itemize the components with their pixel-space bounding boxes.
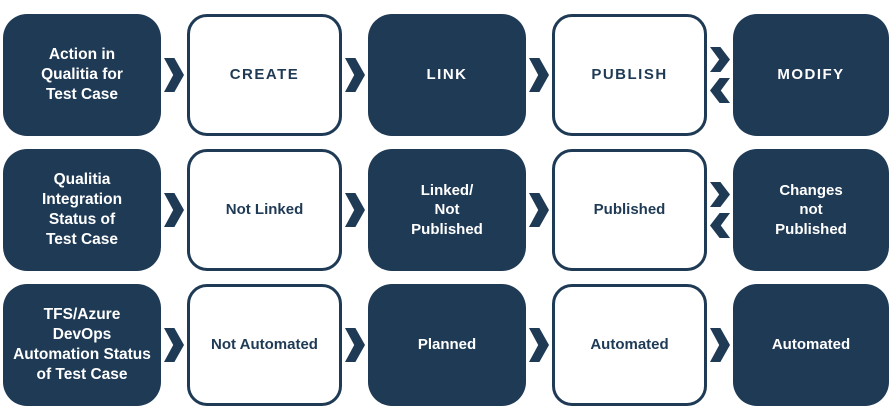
step-planned: Planned bbox=[368, 284, 526, 406]
row-label-action: Action in Qualitia for Test Case bbox=[3, 14, 161, 136]
arrow-right-icon bbox=[342, 14, 368, 136]
chevron-right-icon bbox=[345, 58, 365, 92]
row-label-integration-status: Qualitia Integration Status of Test Case bbox=[3, 149, 161, 271]
step-publish: PUBLISH bbox=[552, 14, 707, 136]
chevron-right-icon bbox=[710, 182, 730, 207]
chevron-left-icon bbox=[710, 213, 730, 238]
chevron-right-icon bbox=[164, 58, 184, 92]
diagram-row-automation-status: TFS/Azure DevOps Automation Status of Te… bbox=[3, 284, 889, 406]
step-changes-not-published: Changes not Published bbox=[733, 149, 889, 271]
arrow-right-icon bbox=[161, 14, 187, 136]
step-text: Changes not Published bbox=[775, 181, 847, 238]
step-text: Planned bbox=[417, 336, 477, 354]
chevron-right-icon bbox=[529, 193, 549, 227]
arrow-right-icon bbox=[707, 284, 733, 406]
step-not-linked: Not Linked bbox=[187, 149, 342, 271]
step-text: Not Linked bbox=[225, 201, 304, 219]
row-label-text: Qualitia Integration Status of Test Case bbox=[41, 170, 123, 249]
step-text: PUBLISH bbox=[591, 66, 668, 84]
arrow-bidirectional-icon bbox=[707, 14, 733, 136]
arrow-right-icon bbox=[342, 284, 368, 406]
step-modify: MODIFY bbox=[733, 14, 889, 136]
step-automated: Automated bbox=[552, 284, 707, 406]
row-label-text: TFS/Azure DevOps Automation Status of Te… bbox=[13, 305, 151, 384]
step-text: Published bbox=[593, 201, 666, 219]
arrow-right-icon bbox=[526, 149, 552, 271]
step-text: LINK bbox=[426, 66, 468, 84]
arrow-right-icon bbox=[526, 14, 552, 136]
chevron-right-icon bbox=[345, 328, 365, 362]
chevron-right-icon bbox=[710, 328, 730, 362]
chevron-right-icon bbox=[164, 193, 184, 227]
step-text: Automated bbox=[771, 336, 851, 354]
arrow-right-icon bbox=[161, 149, 187, 271]
step-text: MODIFY bbox=[777, 66, 845, 84]
step-text: CREATE bbox=[229, 66, 300, 84]
arrow-right-icon bbox=[161, 284, 187, 406]
step-text: Linked/ Not Published bbox=[411, 181, 483, 238]
arrow-right-icon bbox=[526, 284, 552, 406]
diagram-row-action: Action in Qualitia for Test Case CREATE … bbox=[3, 14, 889, 136]
row-label-automation-status: TFS/Azure DevOps Automation Status of Te… bbox=[3, 284, 161, 406]
chevron-right-icon bbox=[529, 328, 549, 362]
step-link: LINK bbox=[368, 14, 526, 136]
diagram-row-integration-status: Qualitia Integration Status of Test Case… bbox=[3, 149, 889, 271]
chevron-right-icon bbox=[710, 47, 730, 72]
chevron-right-icon bbox=[529, 58, 549, 92]
row-label-text: Action in Qualitia for Test Case bbox=[41, 45, 123, 104]
step-text: Automated bbox=[590, 336, 669, 354]
step-published: Published bbox=[552, 149, 707, 271]
step-automated-final: Automated bbox=[733, 284, 889, 406]
step-not-automated: Not Automated bbox=[187, 284, 342, 406]
step-create: CREATE bbox=[187, 14, 342, 136]
chevron-right-icon bbox=[345, 193, 365, 227]
chevron-right-icon bbox=[164, 328, 184, 362]
chevron-left-icon bbox=[710, 78, 730, 103]
arrow-right-icon bbox=[342, 149, 368, 271]
step-text: Not Automated bbox=[211, 336, 318, 354]
step-linked-not-published: Linked/ Not Published bbox=[368, 149, 526, 271]
arrow-bidirectional-icon bbox=[707, 149, 733, 271]
